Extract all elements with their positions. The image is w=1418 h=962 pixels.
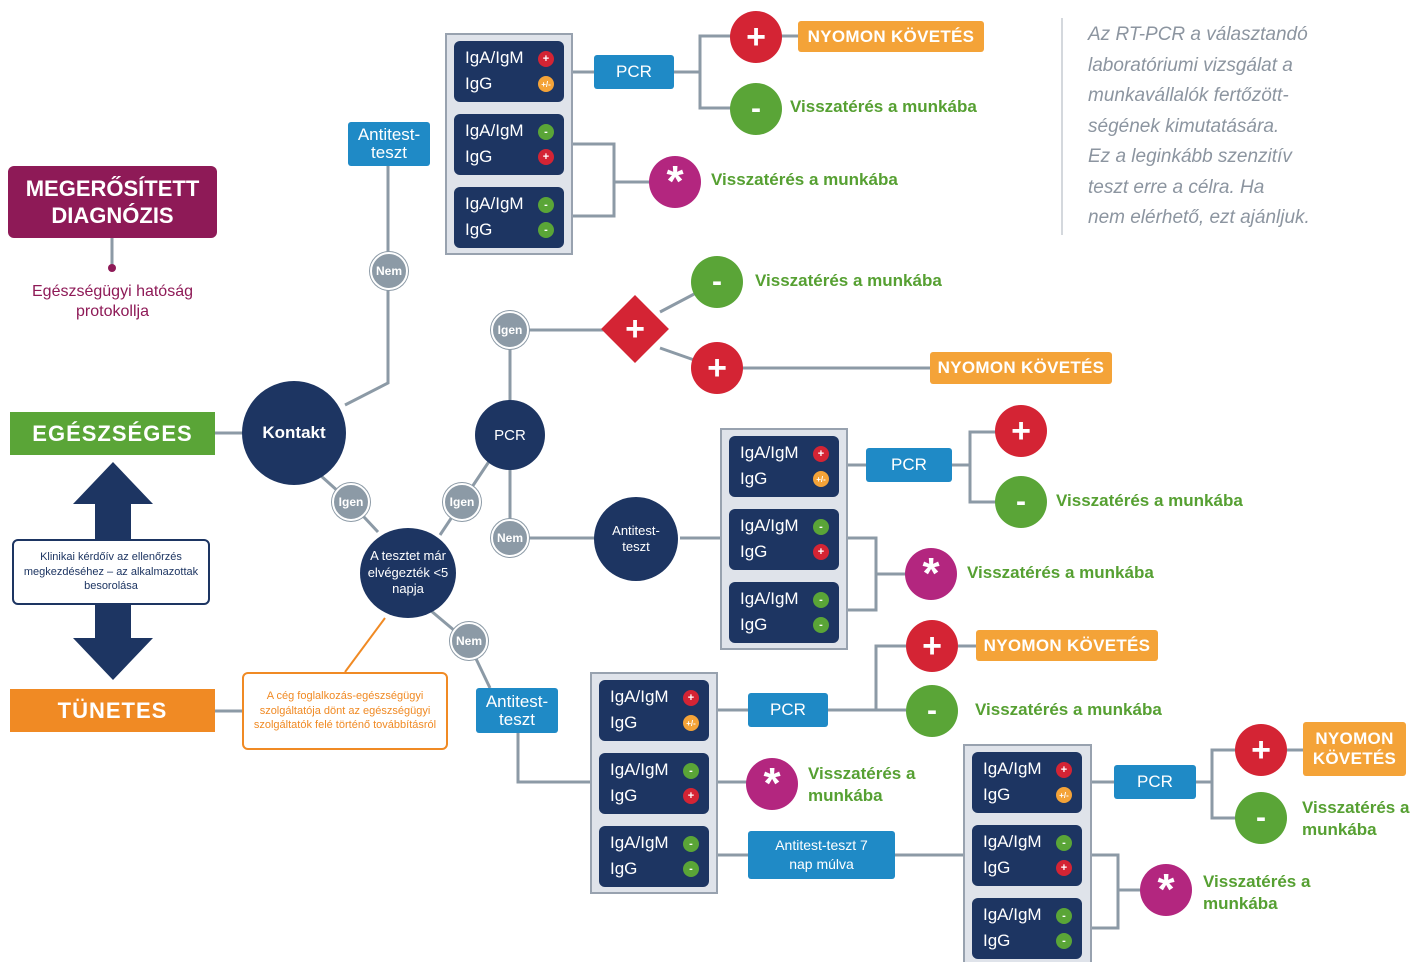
test-done-node: A tesztet már elvégezték <5 napja xyxy=(360,528,456,618)
rt-pcr-note: Az RT-PCR a választandó laboratóriumi vi… xyxy=(1088,20,1378,234)
clinical-questionnaire-box: Klinikai kérdőív az ellenőrzés megkezdés… xyxy=(12,539,210,605)
minus-icon: - xyxy=(1235,792,1287,844)
negative-dot-icon: - xyxy=(683,861,699,877)
follow-up-badge: NYOMON KÖVETÉS xyxy=(1303,722,1406,776)
return-to-work-label: Visszatérés a munkába xyxy=(1302,798,1410,840)
pcr-label-bottom-right: PCR xyxy=(1114,765,1196,799)
note-line: munkavállalók fertőzött- xyxy=(1088,85,1289,106)
no-node-test-done: Nem xyxy=(450,622,488,660)
return-to-work-label: Visszatérés a munkába xyxy=(1056,491,1243,510)
positive-dot-icon: + xyxy=(683,788,699,804)
yes-node-pcr: Igen xyxy=(491,311,529,349)
minus-icon: - xyxy=(995,476,1047,528)
negative-dot-icon: - xyxy=(1056,835,1072,851)
negative-dot-icon: - xyxy=(1056,908,1072,924)
symptomatic-state-box: TÜNETES xyxy=(10,689,215,732)
negative-dot-icon: - xyxy=(683,836,699,852)
negative-dot-icon: - xyxy=(813,519,829,535)
return-to-work-label: Visszatérés a munkába xyxy=(967,563,1154,582)
negative-dot-icon: - xyxy=(538,124,554,140)
note-line: ségének kimutatására. xyxy=(1088,115,1280,137)
plus-icon: + xyxy=(691,342,743,394)
contact-node: Kontakt xyxy=(242,381,346,485)
negative-dot-icon: - xyxy=(538,222,554,238)
yes-node-contact: Igen xyxy=(332,483,370,521)
note-line: Ez a leginkább szenzitív xyxy=(1088,146,1292,167)
healthy-state-box: EGÉSZSÉGES xyxy=(10,412,215,455)
health-authority-protocol-label: Egészségügyi hatóság protokollja xyxy=(32,283,193,320)
return-to-work-label: Visszatérés a munkába xyxy=(790,97,977,116)
ambiguous-dot-icon: +/- xyxy=(1056,787,1072,803)
return-to-work-label: Visszatérés a munkába xyxy=(1203,872,1311,914)
negative-dot-icon: - xyxy=(813,592,829,608)
yes-node-test-done: Igen xyxy=(443,483,481,521)
positive-dot-icon: + xyxy=(813,544,829,560)
ambiguous-dot-icon: +/- xyxy=(683,715,699,731)
follow-up-badge: NYOMON KÖVETÉS xyxy=(976,630,1158,661)
pcr-node: PCR xyxy=(475,400,545,470)
note-line: laboratóriumi vizsgálat a xyxy=(1088,54,1293,76)
asterisk-icon: * xyxy=(905,548,957,600)
asterisk-icon: * xyxy=(649,156,701,208)
negative-dot-icon: - xyxy=(683,763,699,779)
ambiguous-dot-icon: +/- xyxy=(538,76,554,92)
antibody-test-label-bottom: Antitest-teszt xyxy=(476,688,558,733)
diamond-plus-symbol: + xyxy=(625,309,645,348)
positive-dot-icon: + xyxy=(538,51,554,67)
positive-dot-icon: + xyxy=(1056,762,1072,778)
asterisk-icon: * xyxy=(746,758,798,810)
positive-dot-icon: + xyxy=(683,690,699,706)
plus-icon: + xyxy=(906,620,958,672)
no-node-pcr: Nem xyxy=(491,519,529,557)
note-line: Az RT-PCR a választandó xyxy=(1088,24,1308,45)
ambiguous-dot-icon: +/- xyxy=(813,471,829,487)
plus-icon: + xyxy=(995,405,1047,457)
confirmed-diagnosis-box: MEGERŐSÍTETT DIAGNÓZIS xyxy=(8,166,217,238)
minus-icon: - xyxy=(691,256,743,308)
negative-dot-icon: - xyxy=(1056,933,1072,949)
minus-icon: - xyxy=(906,685,958,737)
return-to-work-label: Visszatérés a munkába xyxy=(755,271,942,290)
note-line: teszt erre a célra. Ha xyxy=(1088,176,1265,198)
plus-icon: + xyxy=(1235,724,1287,776)
negative-dot-icon: - xyxy=(813,617,829,633)
pcr-label-top: PCR xyxy=(594,55,674,89)
referral-note-box: A cég foglalkozás-egészségügyi szolgálta… xyxy=(242,672,448,750)
note-line: nem elérhető, ezt ajánljuk. xyxy=(1088,207,1310,228)
follow-up-badge: NYOMON KÖVETÉS xyxy=(798,21,984,52)
positive-dot-icon: + xyxy=(1056,860,1072,876)
antibody-7-days-label: Antitest-teszt 7 nap múlva xyxy=(748,831,895,879)
positive-dot-icon: + xyxy=(538,149,554,165)
negative-dot-icon: - xyxy=(538,197,554,213)
asterisk-icon: * xyxy=(1140,864,1192,916)
return-to-work-label: Visszatérés a munkába xyxy=(711,170,898,189)
plus-icon: + xyxy=(730,11,782,63)
pcr-label-lower: PCR xyxy=(748,693,828,727)
antibody-node: Antitest-teszt xyxy=(594,497,678,581)
antibody-test-label-top: Antitest-teszt xyxy=(348,122,430,166)
return-to-work-label: Visszatérés a munkába xyxy=(808,764,916,806)
return-to-work-label: Visszatérés a munkába xyxy=(975,700,1162,719)
pcr-label-middle: PCR xyxy=(866,448,952,482)
no-node-contact: Nem xyxy=(370,252,408,290)
follow-up-badge: NYOMON KÖVETÉS xyxy=(930,352,1112,384)
minus-icon: - xyxy=(730,83,782,135)
positive-dot-icon: + xyxy=(813,446,829,462)
